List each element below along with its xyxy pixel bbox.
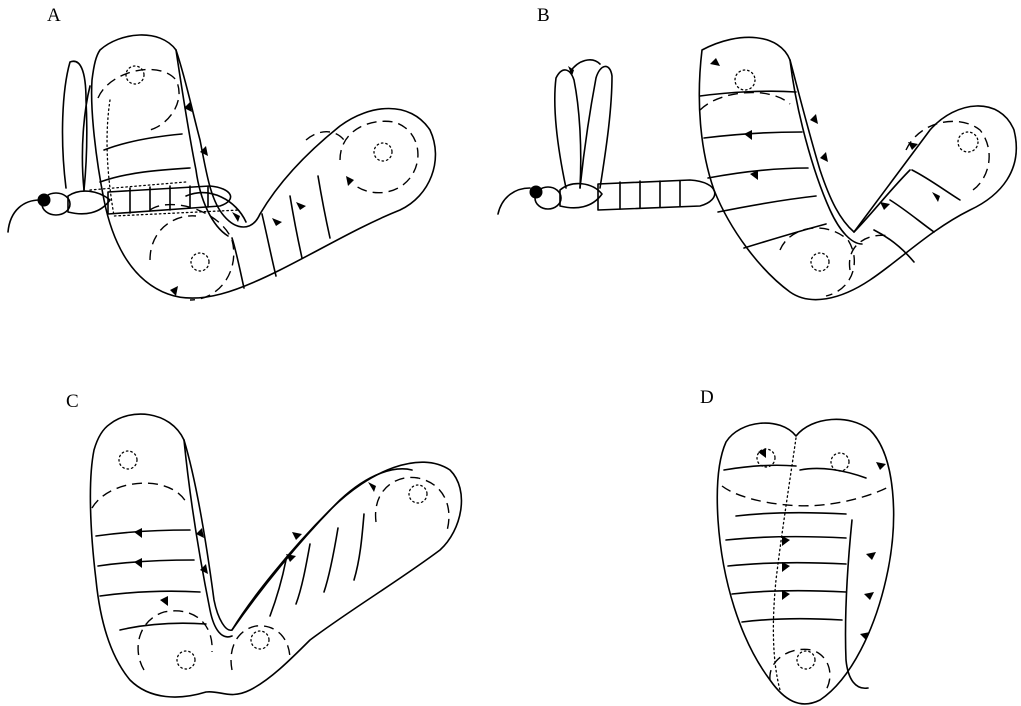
panel-d-crawl-path bbox=[717, 419, 893, 704]
